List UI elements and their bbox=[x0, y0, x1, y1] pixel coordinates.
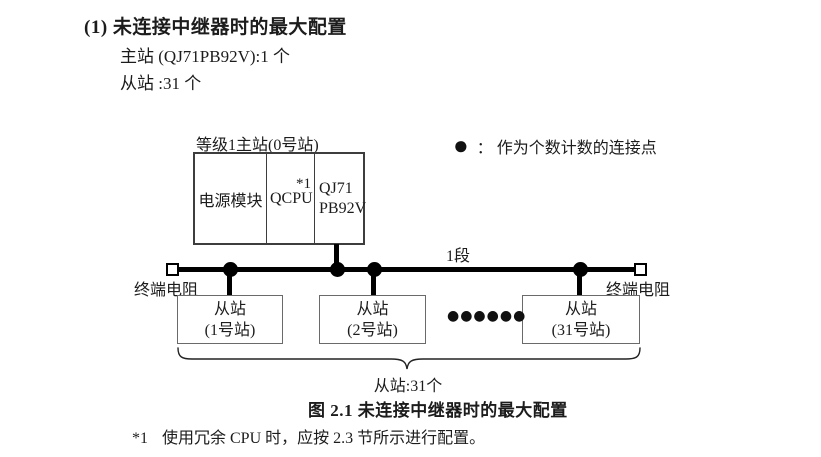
slave1-line1: 从站 bbox=[213, 300, 246, 318]
slave-station-box-1: 从站 (1号站) bbox=[177, 295, 283, 344]
slave2-drop-line bbox=[371, 269, 376, 296]
terminator-square-right bbox=[634, 263, 647, 276]
slave2-line2: (2号站) bbox=[347, 321, 398, 339]
master-count-line: 主站 (QJ71PB92V):1 个 bbox=[120, 47, 291, 66]
connection-dot bbox=[367, 262, 382, 277]
power-module-cell: 电源模块 bbox=[195, 154, 267, 243]
terminator-label-left: 终端电阻 bbox=[134, 282, 199, 299]
section-heading: (1) 未连接中继器时的最大配置 bbox=[84, 17, 347, 38]
connection-dot bbox=[330, 262, 345, 277]
legend: ● ： 作为个数计数的连接点 bbox=[453, 131, 657, 160]
terminator-label-right: 终端电阻 bbox=[606, 282, 671, 299]
qcpu-cell: *1 QCPU bbox=[267, 154, 315, 243]
slave31-line2: (31号站) bbox=[551, 321, 611, 339]
footnote-marker: *1 bbox=[132, 430, 148, 447]
slave-station-box-2: 从站 (2号站) bbox=[319, 295, 426, 344]
connection-dot-icon: ● bbox=[453, 131, 469, 160]
master-drop-line bbox=[334, 244, 339, 270]
ellipsis-dots: ●●●●●● bbox=[447, 308, 527, 324]
slave2-line1: 从站 bbox=[356, 300, 389, 318]
bus-line bbox=[179, 267, 637, 272]
footnote-text: 使用冗余 CPU 时，应按 2.3 节所示进行配置。 bbox=[162, 430, 486, 447]
pb92v-label-line1: QJ71 bbox=[319, 179, 353, 197]
slave-count-line: 从站 :31 个 bbox=[120, 74, 202, 93]
qj71pb92v-cell: QJ71 PB92V bbox=[315, 154, 367, 243]
slave31-line1: 从站 bbox=[564, 300, 597, 318]
footnote-ref: *1 bbox=[296, 176, 311, 192]
slave31-drop-line bbox=[577, 269, 582, 296]
master-station-label: 等级1主站(0号站) bbox=[196, 137, 319, 154]
legend-text: ： 作为个数计数的连接点 bbox=[476, 140, 657, 157]
slave1-drop-line bbox=[227, 269, 232, 296]
master-station-box: 电源模块 *1 QCPU QJ71 PB92V bbox=[193, 152, 367, 245]
slave-station-box-31: 从站 (31号站) bbox=[522, 295, 640, 344]
footnote: *1 使用冗余 CPU 时，应按 2.3 节所示进行配置。 bbox=[132, 424, 485, 448]
segment-label: 1段 bbox=[446, 248, 471, 265]
slave1-line2: (1号站) bbox=[204, 321, 256, 339]
connection-dot bbox=[573, 262, 588, 277]
terminator-square-left bbox=[166, 263, 179, 276]
brace bbox=[177, 347, 641, 370]
figure-caption: 图 2.1 未连接中继器时的最大配置 bbox=[308, 401, 568, 420]
pb92v-label-line2: PB92V bbox=[319, 199, 367, 217]
connection-dot bbox=[223, 262, 238, 277]
qcpu-label: QCPU bbox=[270, 189, 313, 207]
brace-label: 从站:31个 bbox=[373, 378, 443, 395]
